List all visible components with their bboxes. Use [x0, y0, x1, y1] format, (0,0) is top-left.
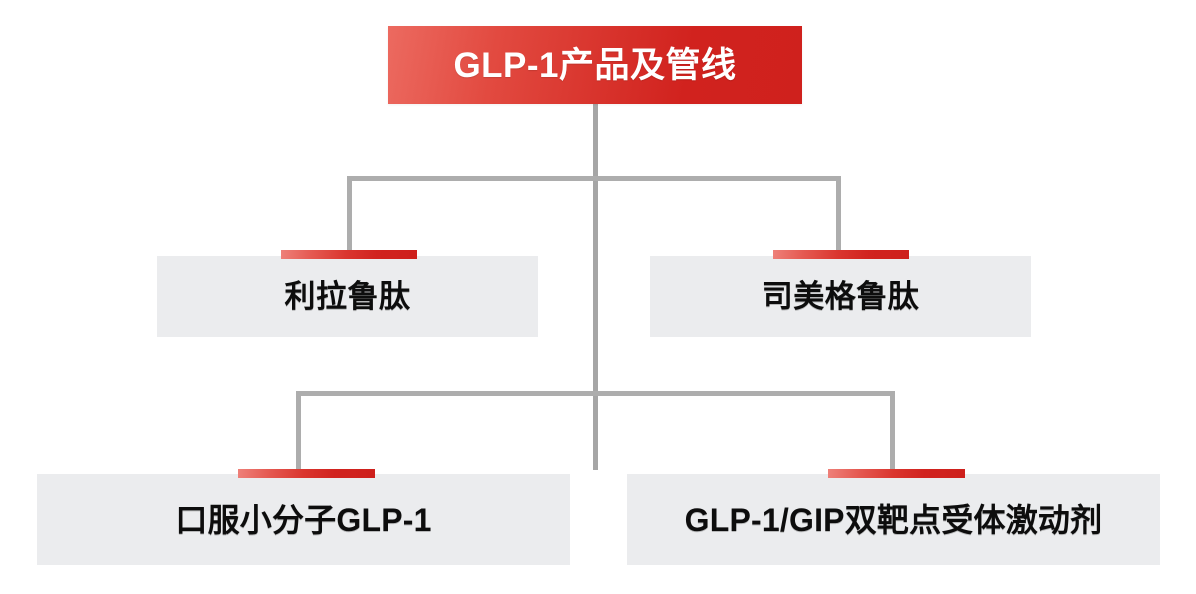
node-liraglutide-label: 利拉鲁肽 [284, 279, 411, 314]
root-node-glp1-pipeline[interactable]: GLP-1产品及管线 [388, 26, 802, 104]
root-node-label: GLP-1产品及管线 [453, 45, 737, 85]
accent-bar-semaglutide [773, 250, 909, 259]
accent-bar-glp1-gip-dual-agonist [828, 469, 965, 478]
connector-level1-horizontal [349, 176, 839, 181]
connector-root-spine [593, 104, 598, 470]
accent-bar-liraglutide [281, 250, 417, 259]
node-semaglutide-label: 司美格鲁肽 [761, 279, 920, 314]
connector-level2-drop-right [890, 391, 895, 471]
connector-level1-drop-left [347, 176, 352, 252]
node-liraglutide[interactable]: 利拉鲁肽 [157, 256, 538, 337]
node-oral-small-molecule-glp1-label: 口服小分子GLP-1 [175, 501, 432, 538]
accent-bar-oral-small-molecule-glp1 [238, 469, 375, 478]
node-glp1-gip-dual-agonist[interactable]: GLP-1/GIP双靶点受体激动剂 [627, 474, 1160, 565]
connector-level2-horizontal [298, 391, 894, 396]
node-oral-small-molecule-glp1[interactable]: 口服小分子GLP-1 [37, 474, 570, 565]
node-semaglutide[interactable]: 司美格鲁肽 [650, 256, 1031, 337]
connector-level2-drop-left [296, 391, 301, 471]
connector-level1-drop-right [836, 176, 841, 252]
node-glp1-gip-dual-agonist-label: GLP-1/GIP双靶点受体激动剂 [684, 501, 1103, 538]
